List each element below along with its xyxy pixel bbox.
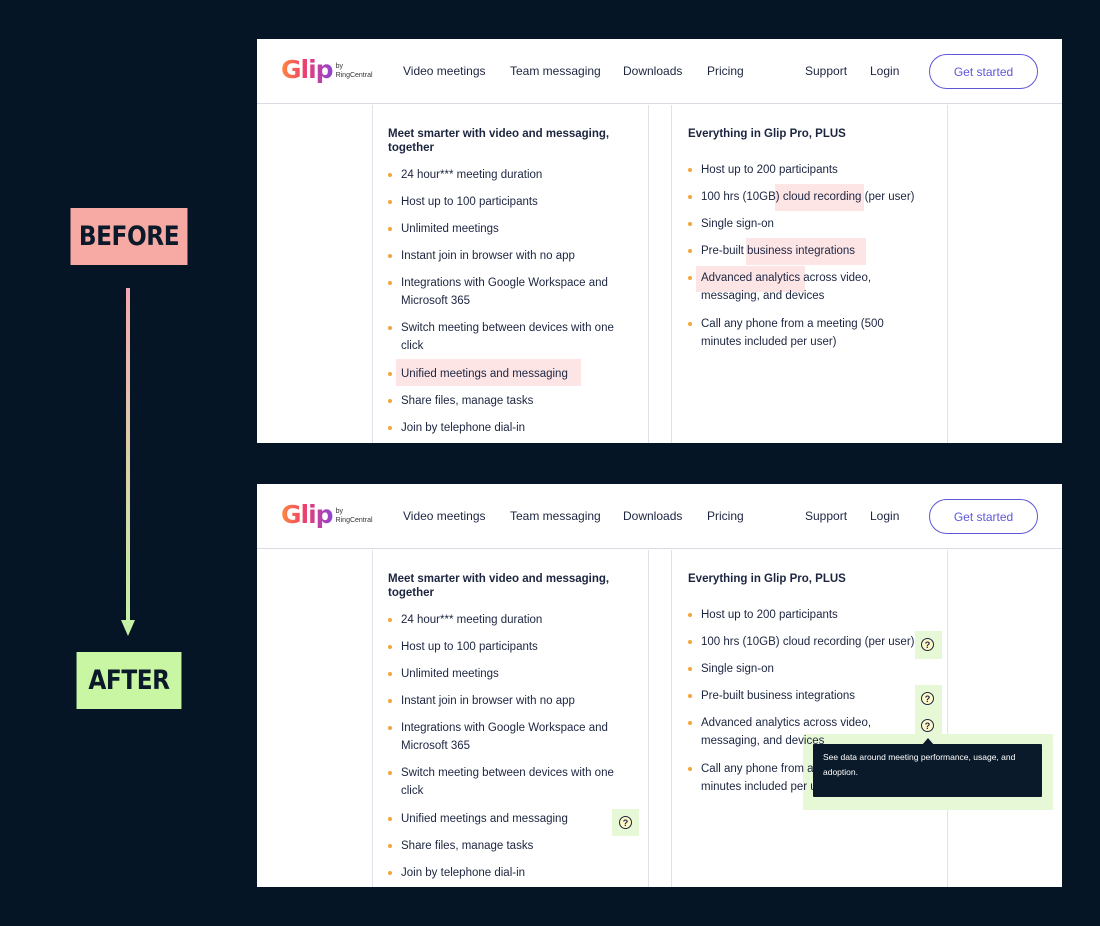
feature-item: Host up to 200 participants — [688, 161, 938, 179]
feature-item: Pre-built business integrations — [688, 242, 938, 260]
feature-item: Integrations with Google Workspace and M… — [388, 719, 633, 755]
help-icon[interactable]: ? — [619, 816, 632, 829]
feature-item: Unified meetings and messaging — [388, 365, 638, 383]
nav-support[interactable]: Support — [805, 64, 848, 78]
feature-item: Host up to 100 participants — [388, 193, 638, 211]
removed-highlight — [696, 266, 805, 292]
divider — [648, 550, 649, 887]
feature-item: Switch meeting between devices with one … — [388, 764, 633, 800]
divider — [648, 105, 649, 443]
nav-login[interactable]: Login — [870, 64, 900, 78]
feature-item: Single sign-on — [688, 215, 938, 233]
divider — [947, 105, 948, 443]
feature-item: 100 hrs (10GB) cloud recording (per user… — [688, 633, 938, 651]
divider — [372, 105, 373, 443]
feature-item: Unlimited meetings — [388, 665, 638, 683]
feature-item: Unified meetings and messaging — [388, 810, 598, 828]
feature-item: Advanced analytics across video, messagi… — [688, 714, 888, 750]
divider — [372, 550, 373, 887]
logo-wordmark: Glip — [281, 500, 334, 529]
feature-item: Call any phone from a meeting (500 minut… — [688, 315, 903, 351]
feature-item: Host up to 200 participants — [688, 606, 938, 624]
feature-item: Instant join in browser with no app — [388, 692, 638, 710]
divider — [671, 105, 672, 443]
logo-by: by — [335, 63, 343, 70]
nav-video-meetings[interactable]: Video meetings — [403, 509, 486, 523]
help-icon[interactable]: ? — [921, 638, 934, 651]
feature-item: Share files, manage tasks — [388, 392, 638, 410]
feature-item: 100 hrs (10GB) cloud recording (per user… — [688, 188, 938, 206]
analytics-tooltip: See data around meeting performance, usa… — [813, 744, 1042, 797]
removed-highlight — [746, 238, 866, 265]
logo-by: by — [335, 508, 343, 515]
feature-item: Host up to 100 participants — [388, 638, 638, 656]
feature-item: Instant join in browser with no app — [388, 247, 638, 265]
nav-downloads[interactable]: Downloads — [623, 509, 683, 523]
removed-highlight — [775, 184, 864, 211]
nav-team-messaging[interactable]: Team messaging — [510, 509, 601, 523]
tooltip-pointer — [922, 738, 934, 745]
nav-team-messaging[interactable]: Team messaging — [510, 64, 601, 78]
logo-wordmark: Glip — [281, 55, 334, 84]
feature-item: Pre-built business integrations — [688, 687, 938, 705]
feature-item: Switch meeting between devices with one … — [388, 319, 633, 355]
nav-video-meetings[interactable]: Video meetings — [403, 64, 486, 78]
plan-heading: Everything in Glip Pro, PLUS — [688, 128, 846, 140]
logo-company: RingCentral — [335, 517, 373, 524]
get-started-button[interactable]: Get started — [929, 54, 1038, 89]
nav-pricing[interactable]: Pricing — [707, 509, 744, 523]
feature-item: Single sign-on — [688, 660, 938, 678]
feature-item: Join by telephone dial-in — [388, 419, 638, 437]
logo-company: RingCentral — [335, 72, 373, 79]
plan-heading: Meet smarter with video and messaging, t… — [388, 573, 610, 599]
feature-item: Integrations with Google Workspace and M… — [388, 274, 633, 310]
feature-item: Join by telephone dial-in — [388, 864, 638, 882]
feature-item: Share files, manage tasks — [388, 837, 638, 855]
divider — [671, 550, 672, 887]
get-started-button[interactable]: Get started — [929, 499, 1038, 534]
feature-item: 24 hour*** meeting duration — [388, 611, 638, 629]
nav-pricing[interactable]: Pricing — [707, 64, 744, 78]
arrow-head-icon — [121, 620, 135, 636]
divider — [947, 550, 948, 887]
feature-item: 24 hour*** meeting duration — [388, 166, 638, 184]
nav-login[interactable]: Login — [870, 509, 900, 523]
transition-arrow — [126, 288, 130, 623]
plan-heading: Meet smarter with video and messaging, t… — [388, 128, 610, 154]
feature-item: Advanced analytics across video, messagi… — [688, 269, 888, 305]
nav-support[interactable]: Support — [805, 509, 848, 523]
feature-item: Unlimited meetings — [388, 220, 638, 238]
removed-highlight — [396, 359, 581, 386]
before-label: BEFORE — [70, 208, 188, 265]
plan-heading: Everything in Glip Pro, PLUS — [688, 573, 846, 585]
help-icon[interactable]: ? — [921, 719, 934, 732]
nav-downloads[interactable]: Downloads — [623, 64, 683, 78]
help-icon[interactable]: ? — [921, 692, 934, 705]
after-label: AFTER — [76, 652, 182, 709]
